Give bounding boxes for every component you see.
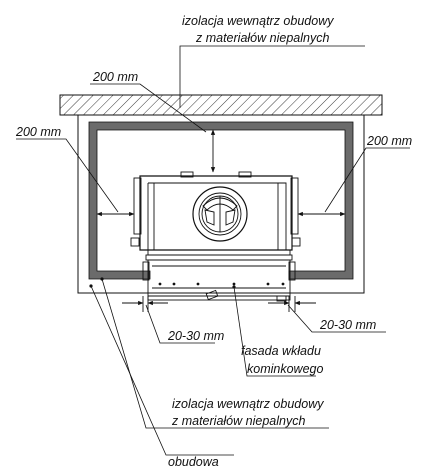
label-bottom-insulation-2: z materiałów niepalnych	[171, 414, 305, 428]
label-facade-2: kominkowego	[247, 362, 323, 376]
label-top-insulation-1: izolacja wewnątrz obudowy	[182, 14, 334, 28]
flue-outlet	[192, 186, 248, 242]
label-dim-left: 200 mm	[15, 125, 61, 139]
label-dim-top: 200 mm	[92, 70, 138, 84]
label-dim-right: 200 mm	[366, 134, 412, 148]
label-housing: obudowa	[168, 455, 219, 468]
label-gap-right: 20-30 mm	[319, 318, 376, 332]
insulation-band	[88, 121, 354, 280]
label-gap-left: 20-30 mm	[167, 329, 224, 343]
gap-left-arrows	[122, 296, 168, 312]
ceiling-slab	[59, 94, 383, 116]
label-top-insulation-2: z materiałów niepalnych	[195, 31, 329, 45]
label-facade-1: fasada wkładu	[241, 344, 321, 358]
gap-right-arrows	[268, 296, 316, 312]
label-bottom-insulation-1: izolacja wewnątrz obudowy	[172, 397, 324, 411]
fireplace-insert	[130, 171, 301, 302]
leader-lines	[16, 45, 410, 456]
